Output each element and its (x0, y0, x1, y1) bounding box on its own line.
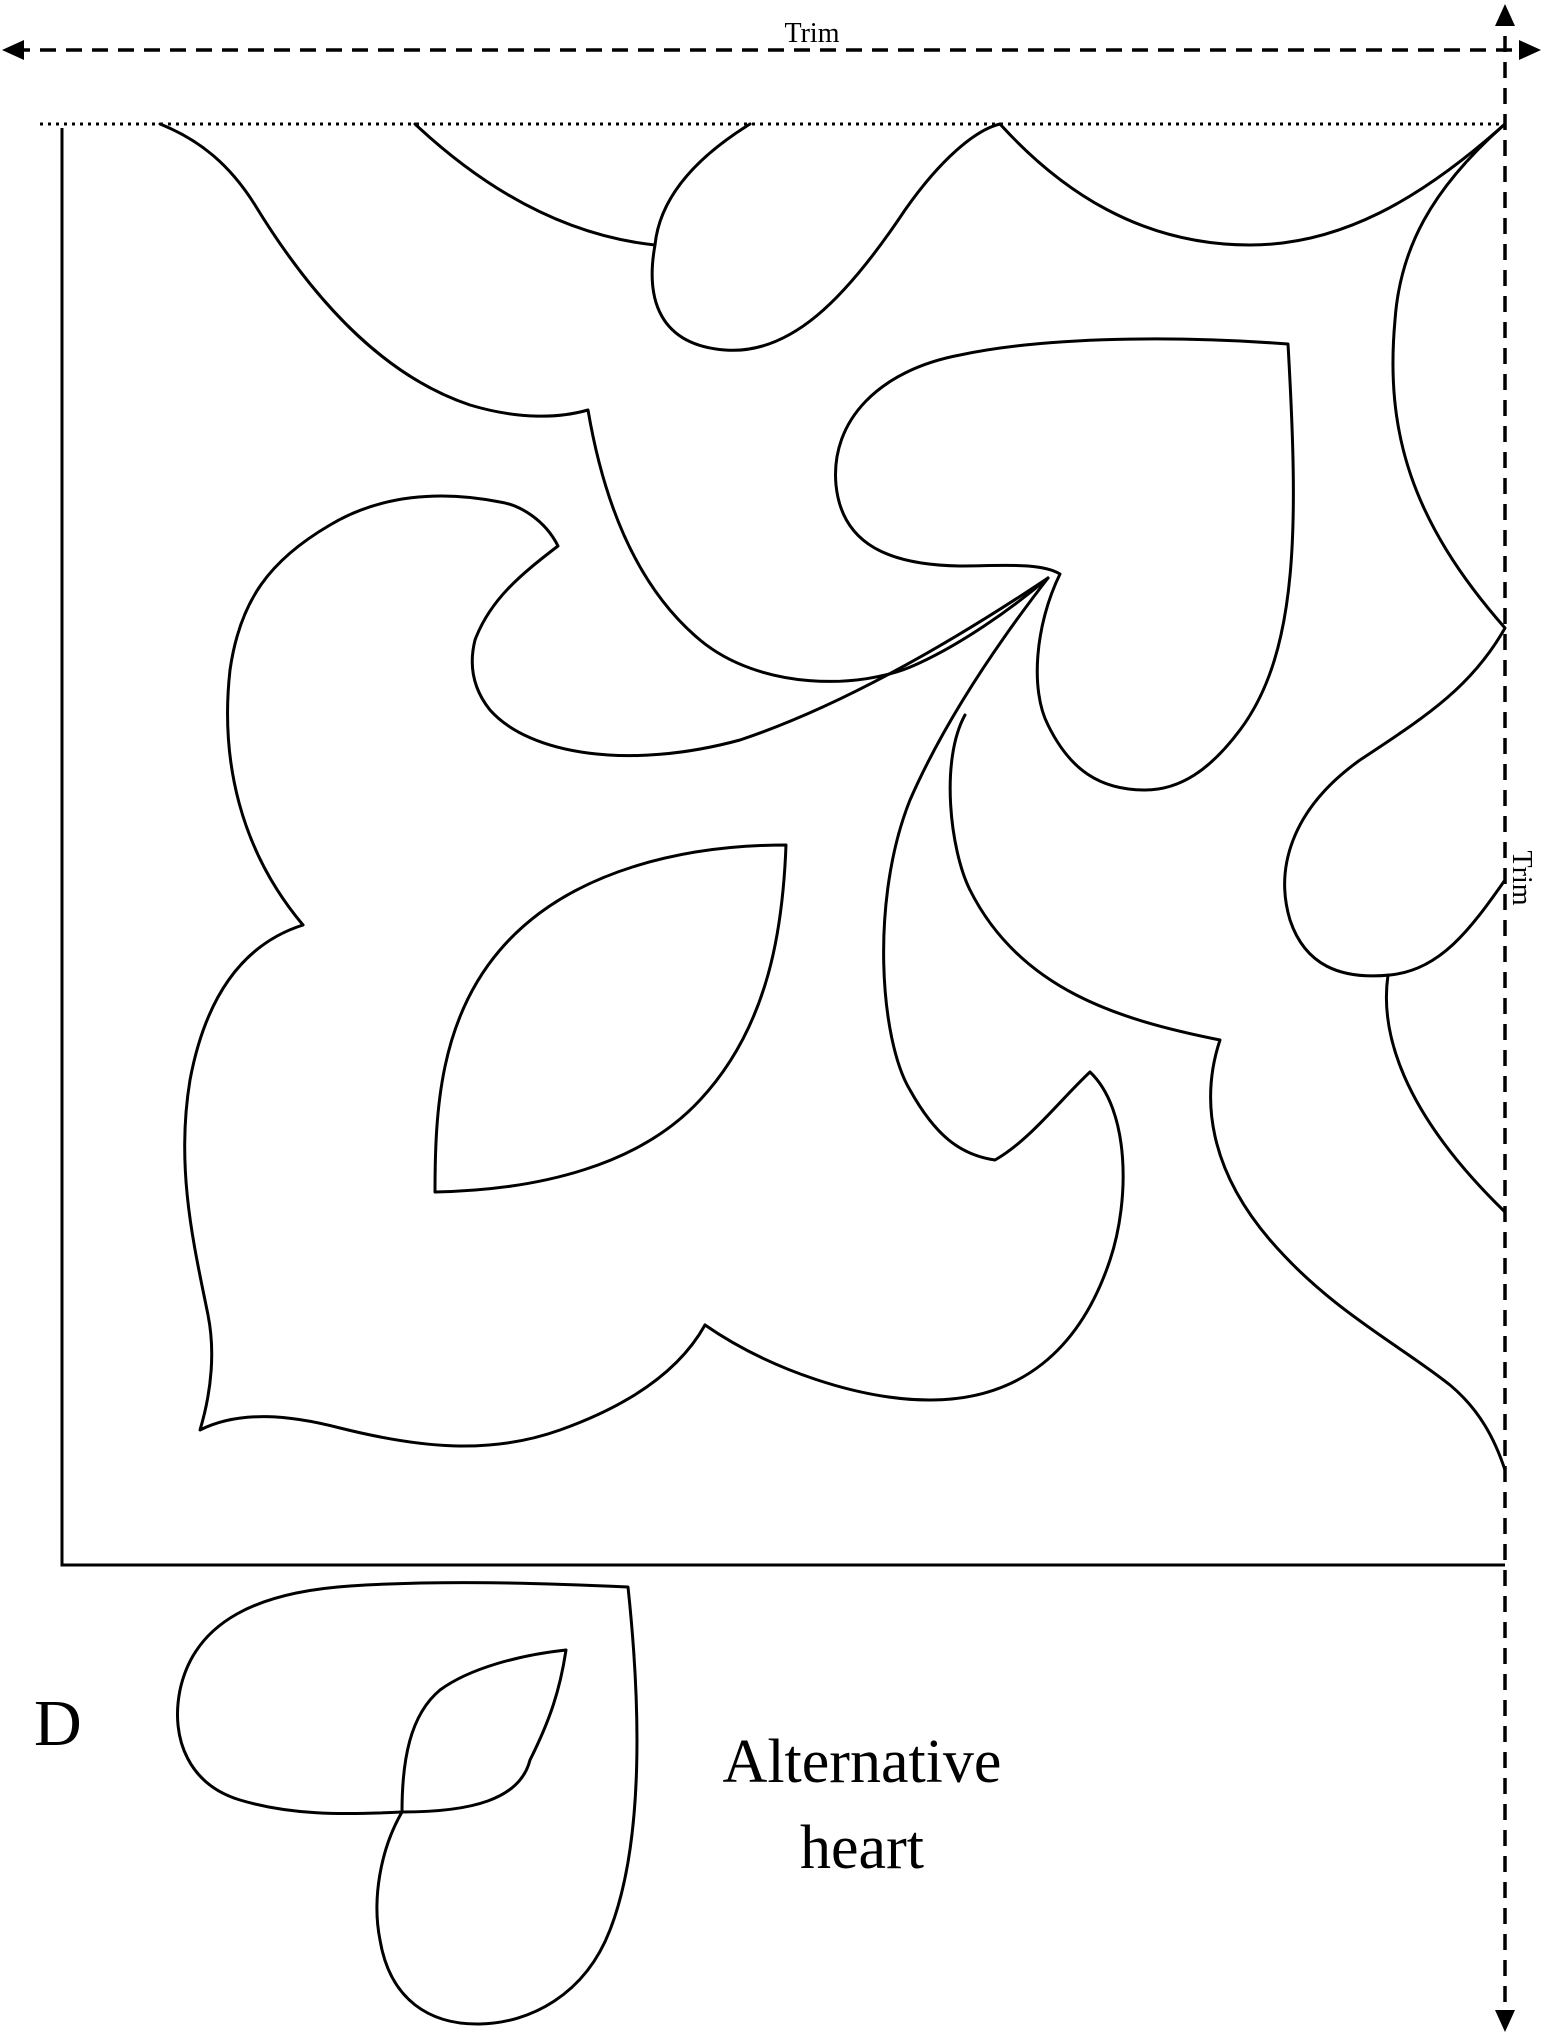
alternative-heart-caption-line1: Alternative (723, 1728, 1002, 1796)
top-leaf-shape (653, 122, 752, 247)
heart-tail-shape (703, 576, 1125, 1402)
right-trim-arrow-down-icon (1495, 2010, 1515, 2032)
piece-label: D (34, 1687, 82, 1760)
top-trim-guide: Trim (2, 18, 1541, 60)
alternative-heart-inner-leaf (400, 1648, 568, 1814)
right-trim-label: Trim (1506, 850, 1537, 905)
applique-shapes (158, 122, 1507, 1472)
block-outline (40, 122, 1505, 1567)
right-trim-arrow-up-icon (1495, 4, 1515, 26)
heart-spike-line (226, 494, 1050, 927)
top-trim-arrow-left-icon (2, 40, 24, 60)
right-edge-wave-shape (1283, 122, 1507, 978)
alternative-heart-outline (176, 1581, 639, 2026)
top-trim-label: Trim (784, 18, 839, 49)
left-bulb-shape (183, 923, 707, 1448)
top-right-swoop-shape (998, 122, 1507, 247)
center-leaf-shape (433, 843, 788, 1194)
top-scallop-shape (413, 122, 1002, 352)
central-heart-shape (834, 337, 1295, 792)
alternative-heart (176, 1581, 639, 2026)
right-lower-flame-shape (1384, 973, 1507, 1214)
heart-flame-shape (948, 713, 1507, 1472)
block-border (60, 128, 1505, 1567)
right-trim-guide: Trim (1495, 4, 1537, 2032)
upper-band-shape (158, 122, 1050, 683)
top-trim-arrow-right-icon (1519, 40, 1541, 60)
alternative-heart-caption-line2: heart (800, 1814, 924, 1882)
